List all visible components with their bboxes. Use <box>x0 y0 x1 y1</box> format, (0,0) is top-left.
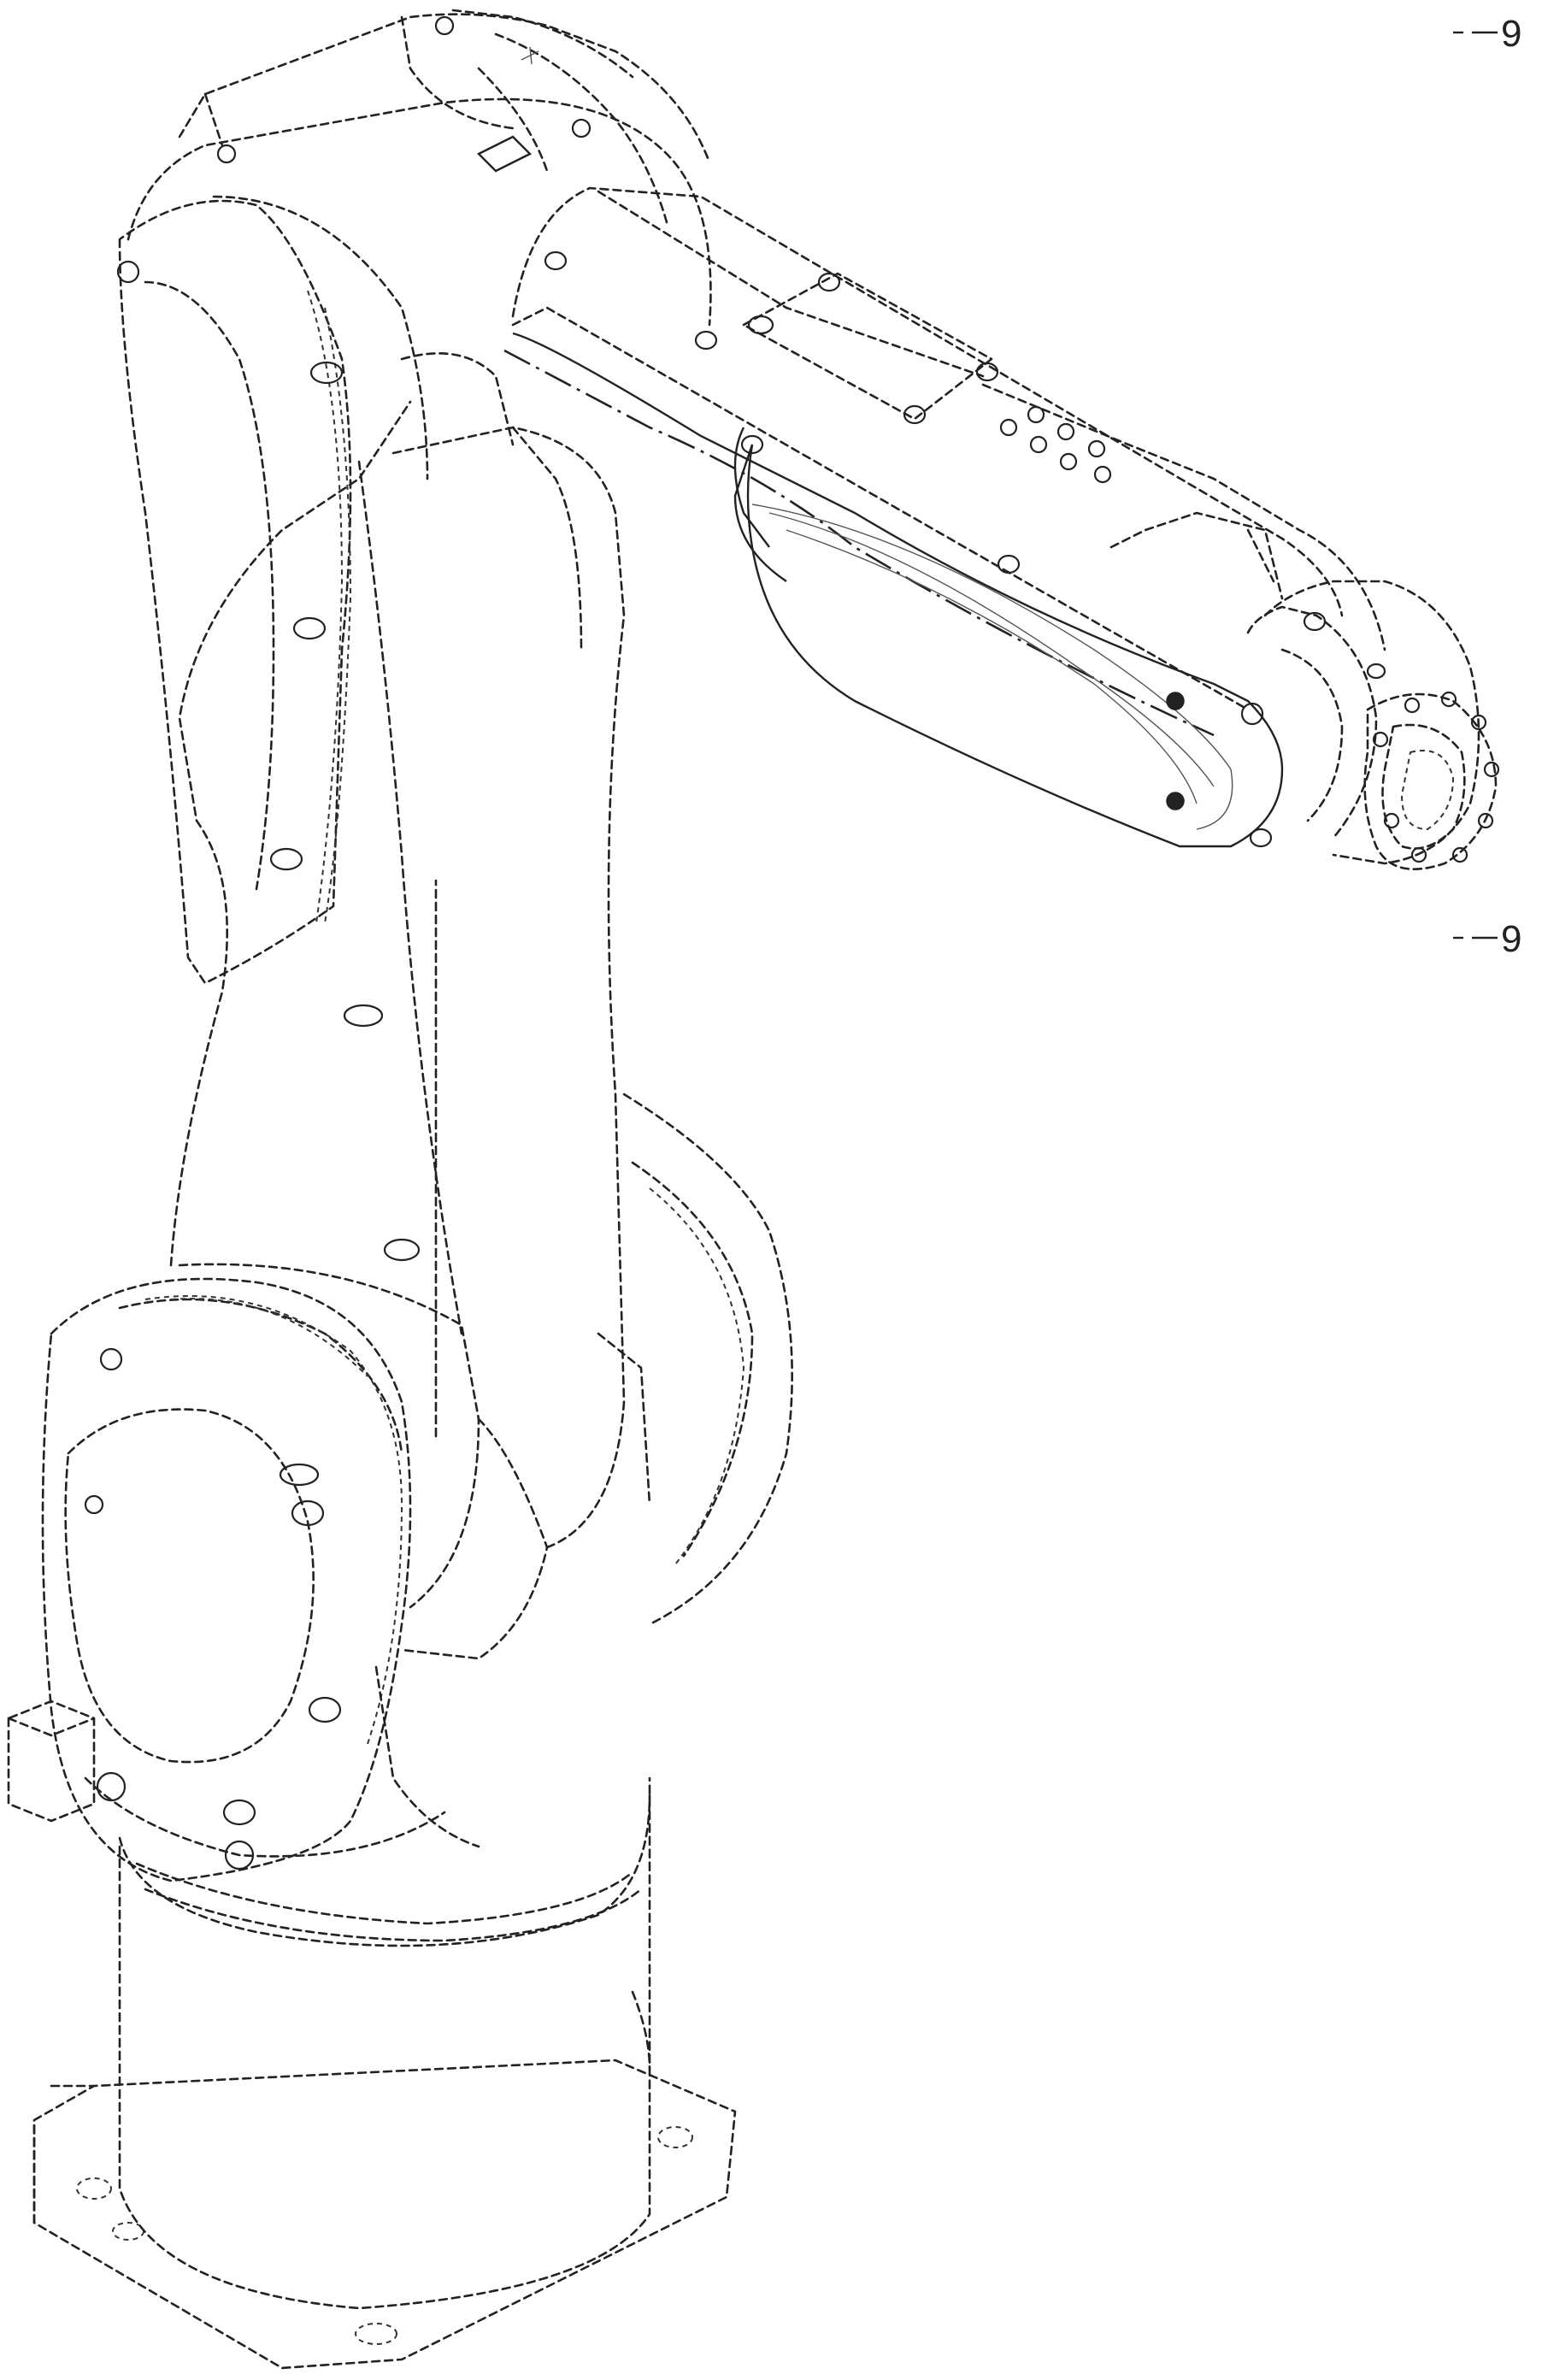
section-mark-middle: 9 <box>1453 918 1521 960</box>
lower-arm <box>171 402 792 1847</box>
section-label-middle: 9 <box>1501 918 1521 960</box>
section-mark-top: 9 <box>1453 13 1521 55</box>
upper-arm <box>504 188 1385 846</box>
shoulder-housing <box>43 1279 650 1946</box>
section-label-top: 9 <box>1501 13 1521 55</box>
bolt-cluster <box>1001 407 1110 482</box>
robot-base <box>9 1701 735 2368</box>
wrist-flange <box>1248 581 1498 869</box>
